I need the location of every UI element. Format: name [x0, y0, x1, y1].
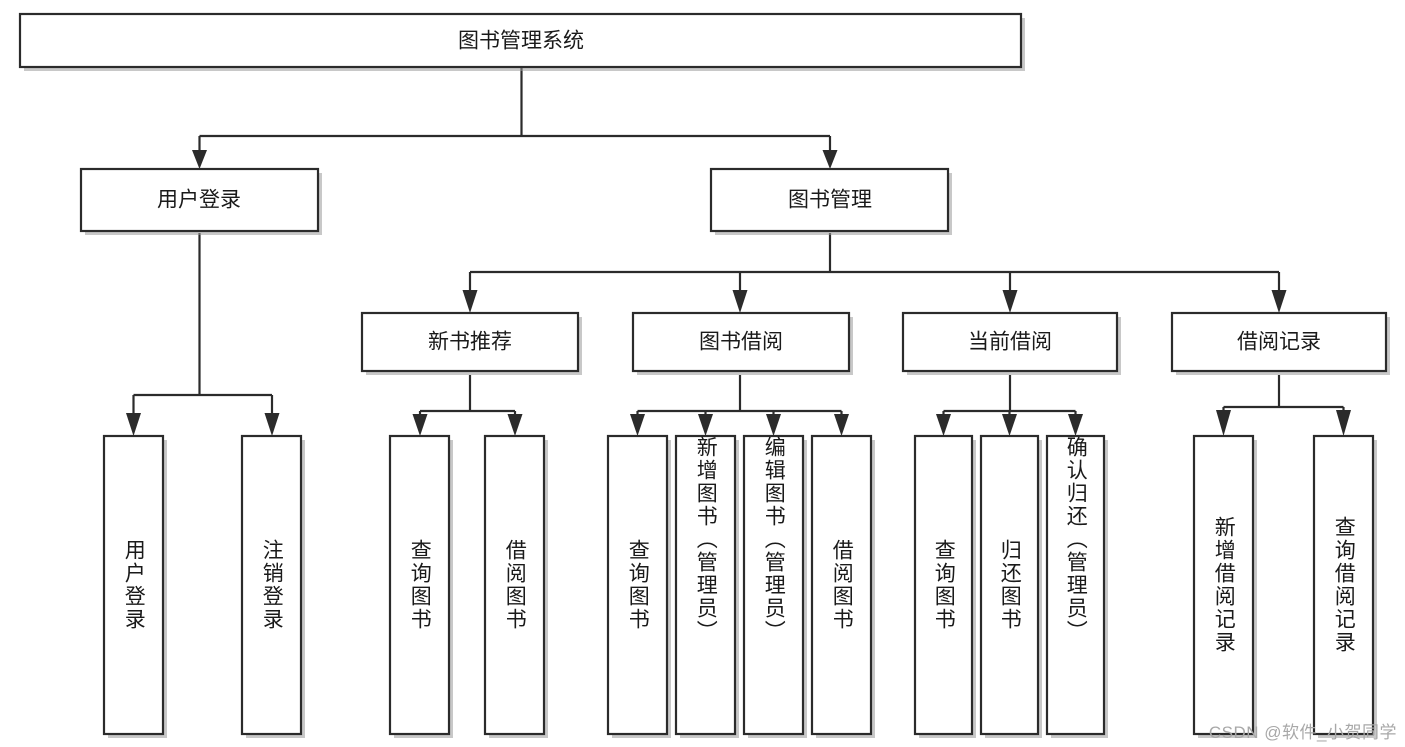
arrow-borrow-l2 [698, 414, 713, 436]
arrow-bookmgmt-c4 [1271, 290, 1287, 313]
node-current-borrow-box[interactable] [901, 311, 1119, 373]
node-book-management-box[interactable] [709, 167, 950, 233]
root-node-label: 图书管理系统 [458, 30, 584, 53]
node-borrow-record-label: 借阅记录 [1237, 331, 1321, 354]
arrow-current-l3 [1068, 414, 1083, 436]
arrow-borrow-l1 [630, 414, 645, 436]
root-node-box[interactable] [18, 12, 1023, 69]
leaf-book-borrow-3-box[interactable] [742, 434, 805, 736]
leaf-user-login-2-box[interactable] [240, 434, 303, 736]
node-new-book-box[interactable] [360, 311, 580, 373]
leaf-borrow-record-1-box[interactable] [1192, 434, 1255, 736]
arrow-root-to-book-mgmt [822, 150, 838, 169]
arrow-borrow-l3 [766, 414, 781, 436]
arrow-bookmgmt-c3 [1002, 290, 1018, 313]
leaf-book-borrow-2-box[interactable] [674, 434, 737, 736]
leaf-book-borrow-1-box[interactable] [606, 434, 669, 736]
arrow-userlogin-l1 [126, 413, 141, 436]
arrow-bookmgmt-c1 [462, 290, 478, 313]
arrow-newbook-l2 [507, 414, 523, 436]
arrow-newbook-l1 [412, 414, 428, 436]
leaf-borrow-record-2-box[interactable] [1312, 434, 1375, 736]
arrow-bookmgmt-c2 [732, 290, 748, 313]
leaf-current-borrow-2-box[interactable] [979, 434, 1040, 736]
arrow-current-l1 [936, 414, 951, 436]
node-book-management-label: 图书管理 [788, 189, 872, 212]
horizontal-label-group: 图书管理系统 用户登录 图书管理 新书推荐 图书借阅 当前借阅 借阅记录 [157, 30, 1321, 354]
node-user-login-label: 用户登录 [157, 189, 241, 212]
leaf-current-borrow-1-box[interactable] [913, 434, 974, 736]
node-box-group [18, 12, 1390, 738]
node-new-book-label: 新书推荐 [428, 331, 512, 354]
arrow-current-l2 [1002, 414, 1017, 436]
node-book-borrow-label: 图书借阅 [699, 331, 783, 354]
arrow-record-l2 [1336, 410, 1351, 436]
leaf-new-book-2-box[interactable] [483, 434, 546, 736]
leaf-new-book-1-box[interactable] [388, 434, 451, 736]
leaf-current-borrow-3-box[interactable] [1045, 434, 1106, 736]
watermark-label: CSDN @软件_小贺同学 [1208, 723, 1397, 742]
leaf-user-login-1-box[interactable] [102, 434, 165, 736]
arrow-root-to-user-login [192, 150, 207, 169]
node-borrow-record-box[interactable] [1170, 311, 1388, 373]
arrow-userlogin-l2 [264, 413, 280, 436]
leaf-book-borrow-4-box[interactable] [810, 434, 873, 736]
arrow-record-l1 [1216, 410, 1231, 436]
connector-group [126, 67, 1351, 436]
node-current-borrow-label: 当前借阅 [968, 331, 1052, 354]
arrow-borrow-l4 [834, 414, 849, 436]
node-book-borrow-box[interactable] [631, 311, 851, 373]
node-user-login-box[interactable] [79, 167, 320, 233]
